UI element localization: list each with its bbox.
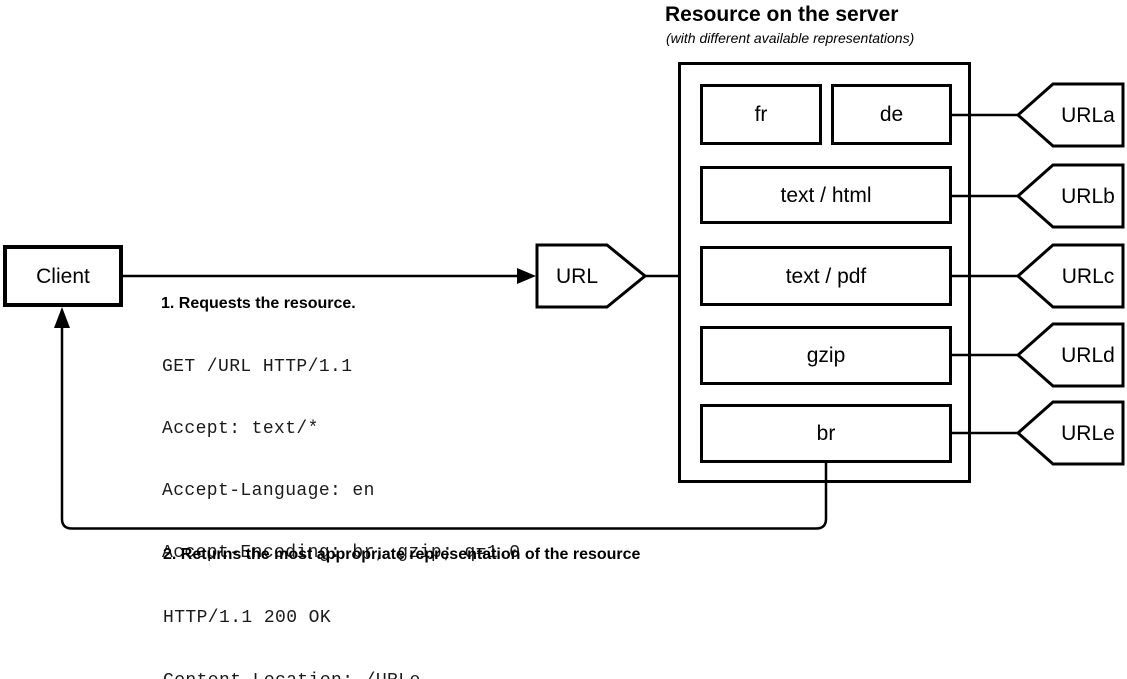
server-box bbox=[678, 62, 971, 483]
url-tag-shape-c bbox=[1015, 243, 1125, 309]
server-panel-title: Resource on the server bbox=[665, 3, 899, 26]
url-tag-label-d: URLd bbox=[1061, 343, 1115, 367]
url-node-label: URL bbox=[555, 264, 598, 288]
representation-box-de: de bbox=[831, 84, 952, 145]
request-note-heading: 1. Requests the resource. bbox=[161, 295, 356, 312]
url-tag-shape-d bbox=[1015, 322, 1125, 388]
url-tag-shape-a bbox=[1015, 82, 1125, 148]
request-line: Accept: text/* bbox=[162, 419, 319, 439]
url-tag-shape-b bbox=[1015, 163, 1125, 229]
representation-box-br: br bbox=[700, 404, 952, 463]
request-note-body: GET /URL HTTP/1.1 Accept: text/* Accept-… bbox=[162, 316, 520, 604]
url-tag-shape-e bbox=[1015, 400, 1125, 466]
response-line: Content-Location: /URLe bbox=[163, 670, 421, 679]
representation-box-text-pdf: text / pdf bbox=[700, 246, 952, 306]
client-box: Client bbox=[3, 245, 123, 307]
server-panel-subtitle: (with different available representation… bbox=[666, 30, 915, 46]
representation-box-text-html: text / html bbox=[700, 166, 952, 224]
request-line: Accept-Language: en bbox=[162, 481, 375, 501]
request-line: Accept-Encoding: br, gzip; q=1.0 bbox=[162, 543, 521, 563]
request-line: GET /URL HTTP/1.1 bbox=[162, 357, 353, 377]
response-line: HTTP/1.1 200 OK bbox=[163, 608, 332, 628]
representation-box-gzip: gzip bbox=[700, 326, 952, 385]
url-node-shape bbox=[535, 243, 648, 309]
return-arrow-path bbox=[60, 327, 828, 530]
response-note-body: HTTP/1.1 200 OK Content-Location: /URLe … bbox=[163, 567, 421, 679]
return-arrowhead-icon bbox=[54, 307, 70, 328]
url-tag-label-b: URLb bbox=[1061, 184, 1115, 208]
response-note-heading: 2. Returns the most appropriate represen… bbox=[163, 546, 641, 563]
url-tag-label-e: URLe bbox=[1061, 421, 1115, 445]
request-arrowhead-icon bbox=[517, 268, 536, 284]
url-tag-label-c: URLc bbox=[1061, 264, 1115, 288]
url-tag-label-a: URLa bbox=[1061, 103, 1115, 127]
representation-box-fr: fr bbox=[700, 84, 822, 145]
